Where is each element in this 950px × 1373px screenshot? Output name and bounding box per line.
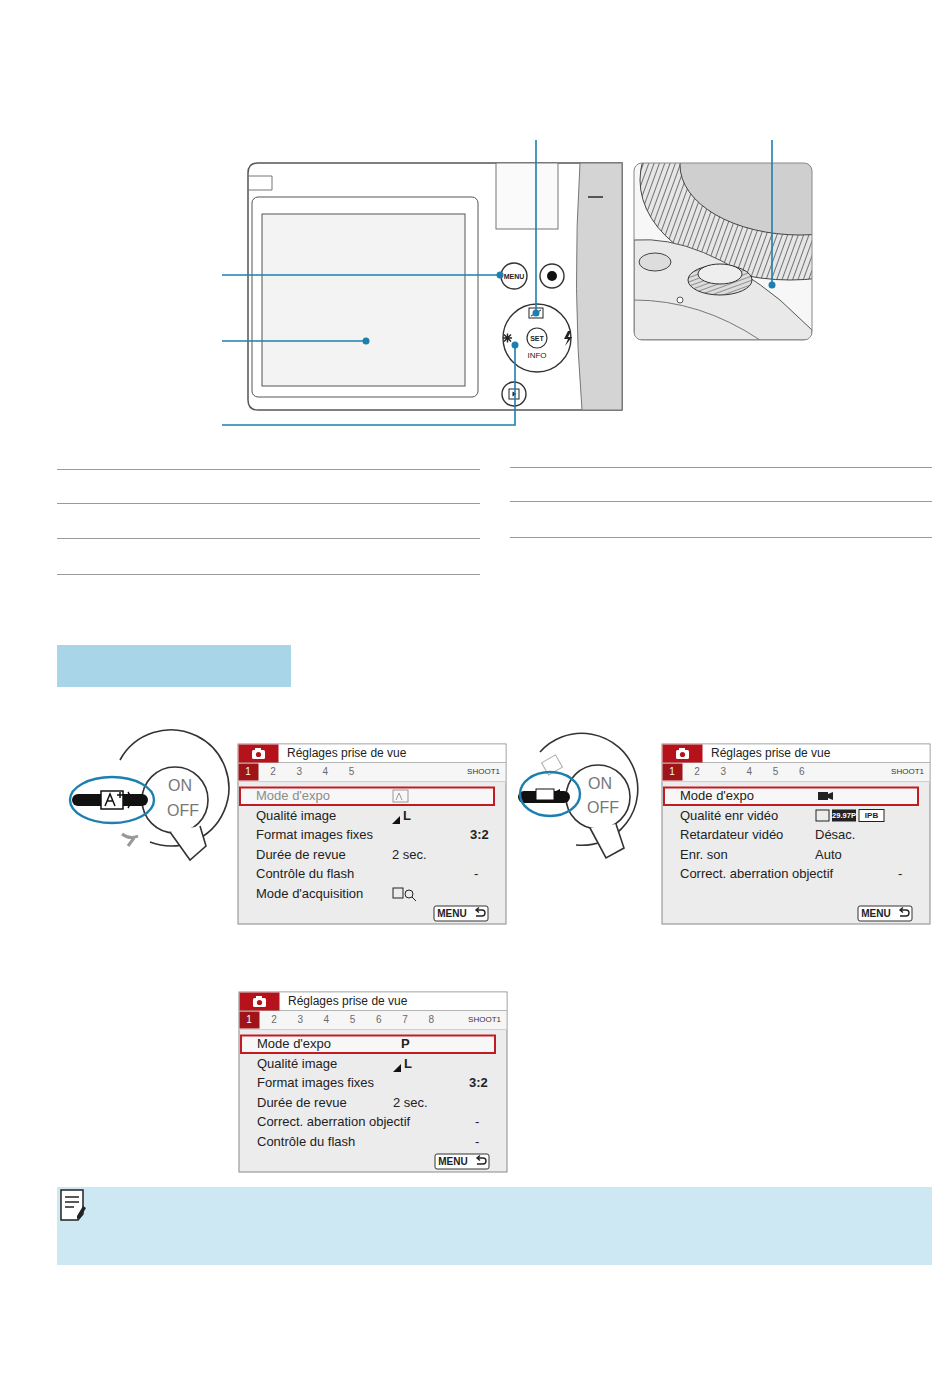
- tab-number: 2: [694, 763, 700, 781]
- menu-value: -: [474, 865, 478, 883]
- menu-screen: Réglages prise de vue 1 2 3 4 5 SHOOT1Mode d'e…: [238, 744, 506, 924]
- menu-item: Durée de revue: [256, 846, 346, 864]
- leader-lines: [222, 140, 772, 425]
- menu-item: Correct. aberration objectif: [680, 865, 833, 883]
- menu-value: Auto: [815, 846, 842, 864]
- menu-button: MENU: [438, 1154, 467, 1169]
- button-label: MENU: [504, 273, 525, 280]
- tab-number: 1: [669, 763, 675, 781]
- menu-title: Réglages prise de vue: [287, 744, 406, 762]
- note-icon: [61, 1190, 86, 1220]
- menu-screen-art: [662, 744, 930, 924]
- menu-screen-art: [239, 992, 507, 1172]
- camera-back: [248, 163, 622, 410]
- menu-item: Correct. aberration objectif: [257, 1113, 410, 1131]
- menu-button: MENU: [437, 906, 466, 921]
- menu-item: Mode d'acquisition: [256, 885, 363, 903]
- tab-number: 5: [773, 763, 779, 781]
- tab-number: 7: [402, 1011, 408, 1029]
- menu-title: Réglages prise de vue: [288, 992, 407, 1010]
- table-rules: [57, 468, 932, 575]
- menu-value: -: [475, 1133, 479, 1151]
- section-band: [57, 645, 291, 687]
- tab-number: 3: [296, 763, 302, 781]
- menu-item: Durée de revue: [257, 1094, 347, 1112]
- menu-value: -: [475, 1113, 479, 1131]
- menu-value: 29.97P: [832, 810, 856, 822]
- menu-value: L: [403, 807, 411, 825]
- menu-item: Qualité enr vidéo: [680, 807, 778, 825]
- menu-value: -: [898, 865, 902, 883]
- mode-dial: [518, 733, 638, 858]
- button-label: INFO: [527, 352, 546, 360]
- tab-number: 8: [428, 1011, 434, 1029]
- menu-screen: Réglages prise de vue 1 2 3 4 5 6 SHOOT1Mode d'…: [662, 744, 930, 924]
- menu-title: Réglages prise de vue: [711, 744, 830, 762]
- menu-item: Format images fixes: [256, 826, 373, 844]
- menu-item: Mode d'expo: [256, 787, 330, 805]
- menu-button: MENU: [861, 906, 890, 921]
- tab-name: SHOOT1: [891, 763, 924, 781]
- tab-number: 5: [349, 763, 355, 781]
- button-label: SET: [530, 335, 544, 342]
- menu-value: 3:2: [469, 1074, 488, 1092]
- tab-name: SHOOT1: [468, 1011, 501, 1029]
- menu-item: Contrôle du flash: [256, 865, 354, 883]
- tab-number: 2: [270, 763, 276, 781]
- tab-number: 3: [720, 763, 726, 781]
- tab-number: 4: [747, 763, 753, 781]
- menu-item: Mode d'expo: [257, 1035, 331, 1053]
- menu-item: Contrôle du flash: [257, 1133, 355, 1151]
- menu-value: L: [404, 1055, 412, 1073]
- switch-label: OFF: [587, 800, 619, 816]
- menu-screen-art: [238, 744, 506, 924]
- switch-label: ON: [168, 778, 192, 794]
- mode-dial: [70, 730, 229, 860]
- tab-number: 6: [799, 763, 805, 781]
- menu-item: Retardateur vidéo: [680, 826, 783, 844]
- tab-name: SHOOT1: [467, 763, 500, 781]
- tab-number: 4: [323, 763, 329, 781]
- switch-label: OFF: [167, 803, 199, 819]
- menu-item: Qualité image: [256, 807, 336, 825]
- menu-value: 2 sec.: [392, 846, 427, 864]
- menu-item: Mode d'expo: [680, 787, 754, 805]
- tab-number: 4: [324, 1011, 330, 1029]
- menu-value: P: [401, 1035, 410, 1053]
- note-box: [57, 1187, 932, 1265]
- tab-number: 3: [297, 1011, 303, 1029]
- menu-item: Enr. son: [680, 846, 728, 864]
- menu-value: 3:2: [470, 826, 489, 844]
- tab-number: 1: [246, 1011, 252, 1029]
- tab-number: 1: [245, 763, 251, 781]
- tab-number: 6: [376, 1011, 382, 1029]
- lens-photo: [634, 163, 812, 340]
- menu-item: Qualité image: [257, 1055, 337, 1073]
- menu-item: Format images fixes: [257, 1074, 374, 1092]
- tab-number: 5: [350, 1011, 356, 1029]
- menu-value: IPB: [865, 810, 878, 822]
- menu-screen: Réglages prise de vue 1 2 3 4 5 6 7 8 SHOOT1Mode …: [239, 992, 507, 1172]
- switch-label: ON: [588, 776, 612, 792]
- tab-number: 2: [271, 1011, 277, 1029]
- menu-value: Désac.: [815, 826, 855, 844]
- menu-value: 2 sec.: [393, 1094, 428, 1112]
